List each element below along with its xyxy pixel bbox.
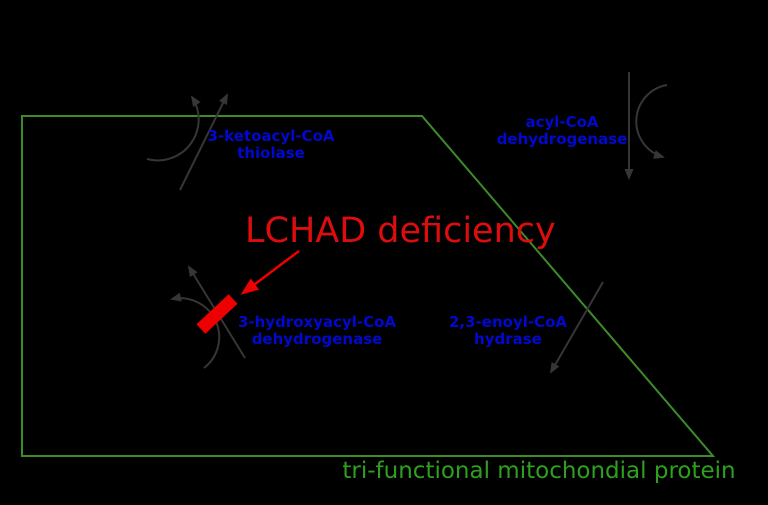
enzyme-label-acyl-line1: acyl-CoA: [525, 113, 599, 131]
thiolase-cofactor-arc: [146, 95, 201, 162]
deficiency-title: LCHAD deficiency: [245, 211, 556, 251]
enzyme-label-enoyl-line2: hydrase: [474, 330, 542, 348]
enzyme-label-hydroxyacyl-line2: dehydrogenase: [251, 330, 383, 348]
block-bar: [196, 294, 238, 334]
thiolase-reaction-arrow: [179, 93, 228, 191]
enzyme-label-acyl-line2: dehydrogenase: [496, 130, 628, 148]
enzyme-label-hydroxyacyl-dehydrogenase: 3-hydroxyacyl-CoA dehydrogenase: [238, 314, 396, 348]
deficiency-arrow: [240, 250, 300, 295]
enzyme-label-acyl-coa-dehydrogenase: acyl-CoA dehydrogenase: [497, 114, 628, 148]
membrane-outline: [21, 115, 716, 457]
enoyl-hydrase-reaction-arrow: [549, 281, 604, 374]
enzyme-label-enoyl-line1: 2,3-enoyl-CoA: [448, 313, 568, 331]
enzyme-label-thiolase: 3-ketoacyl-CoA thiolase: [208, 128, 335, 162]
hydroxyacyl-dehydrogenase-cofactor-arc: [170, 292, 221, 369]
protein-label: tri-functional mitochondial protein: [342, 458, 736, 484]
enzyme-label-thiolase-line2: thiolase: [237, 144, 305, 162]
enzyme-label-thiolase-line1: 3-ketoacyl-CoA: [207, 127, 335, 145]
enzyme-label-enoyl-hydrase: 2,3-enoyl-CoA hydrase: [449, 314, 567, 348]
enzyme-label-hydroxyacyl-line1: 3-hydroxyacyl-CoA: [237, 313, 397, 331]
acyl-coa-dehydrogenase-cofactor-arc: [635, 84, 668, 159]
